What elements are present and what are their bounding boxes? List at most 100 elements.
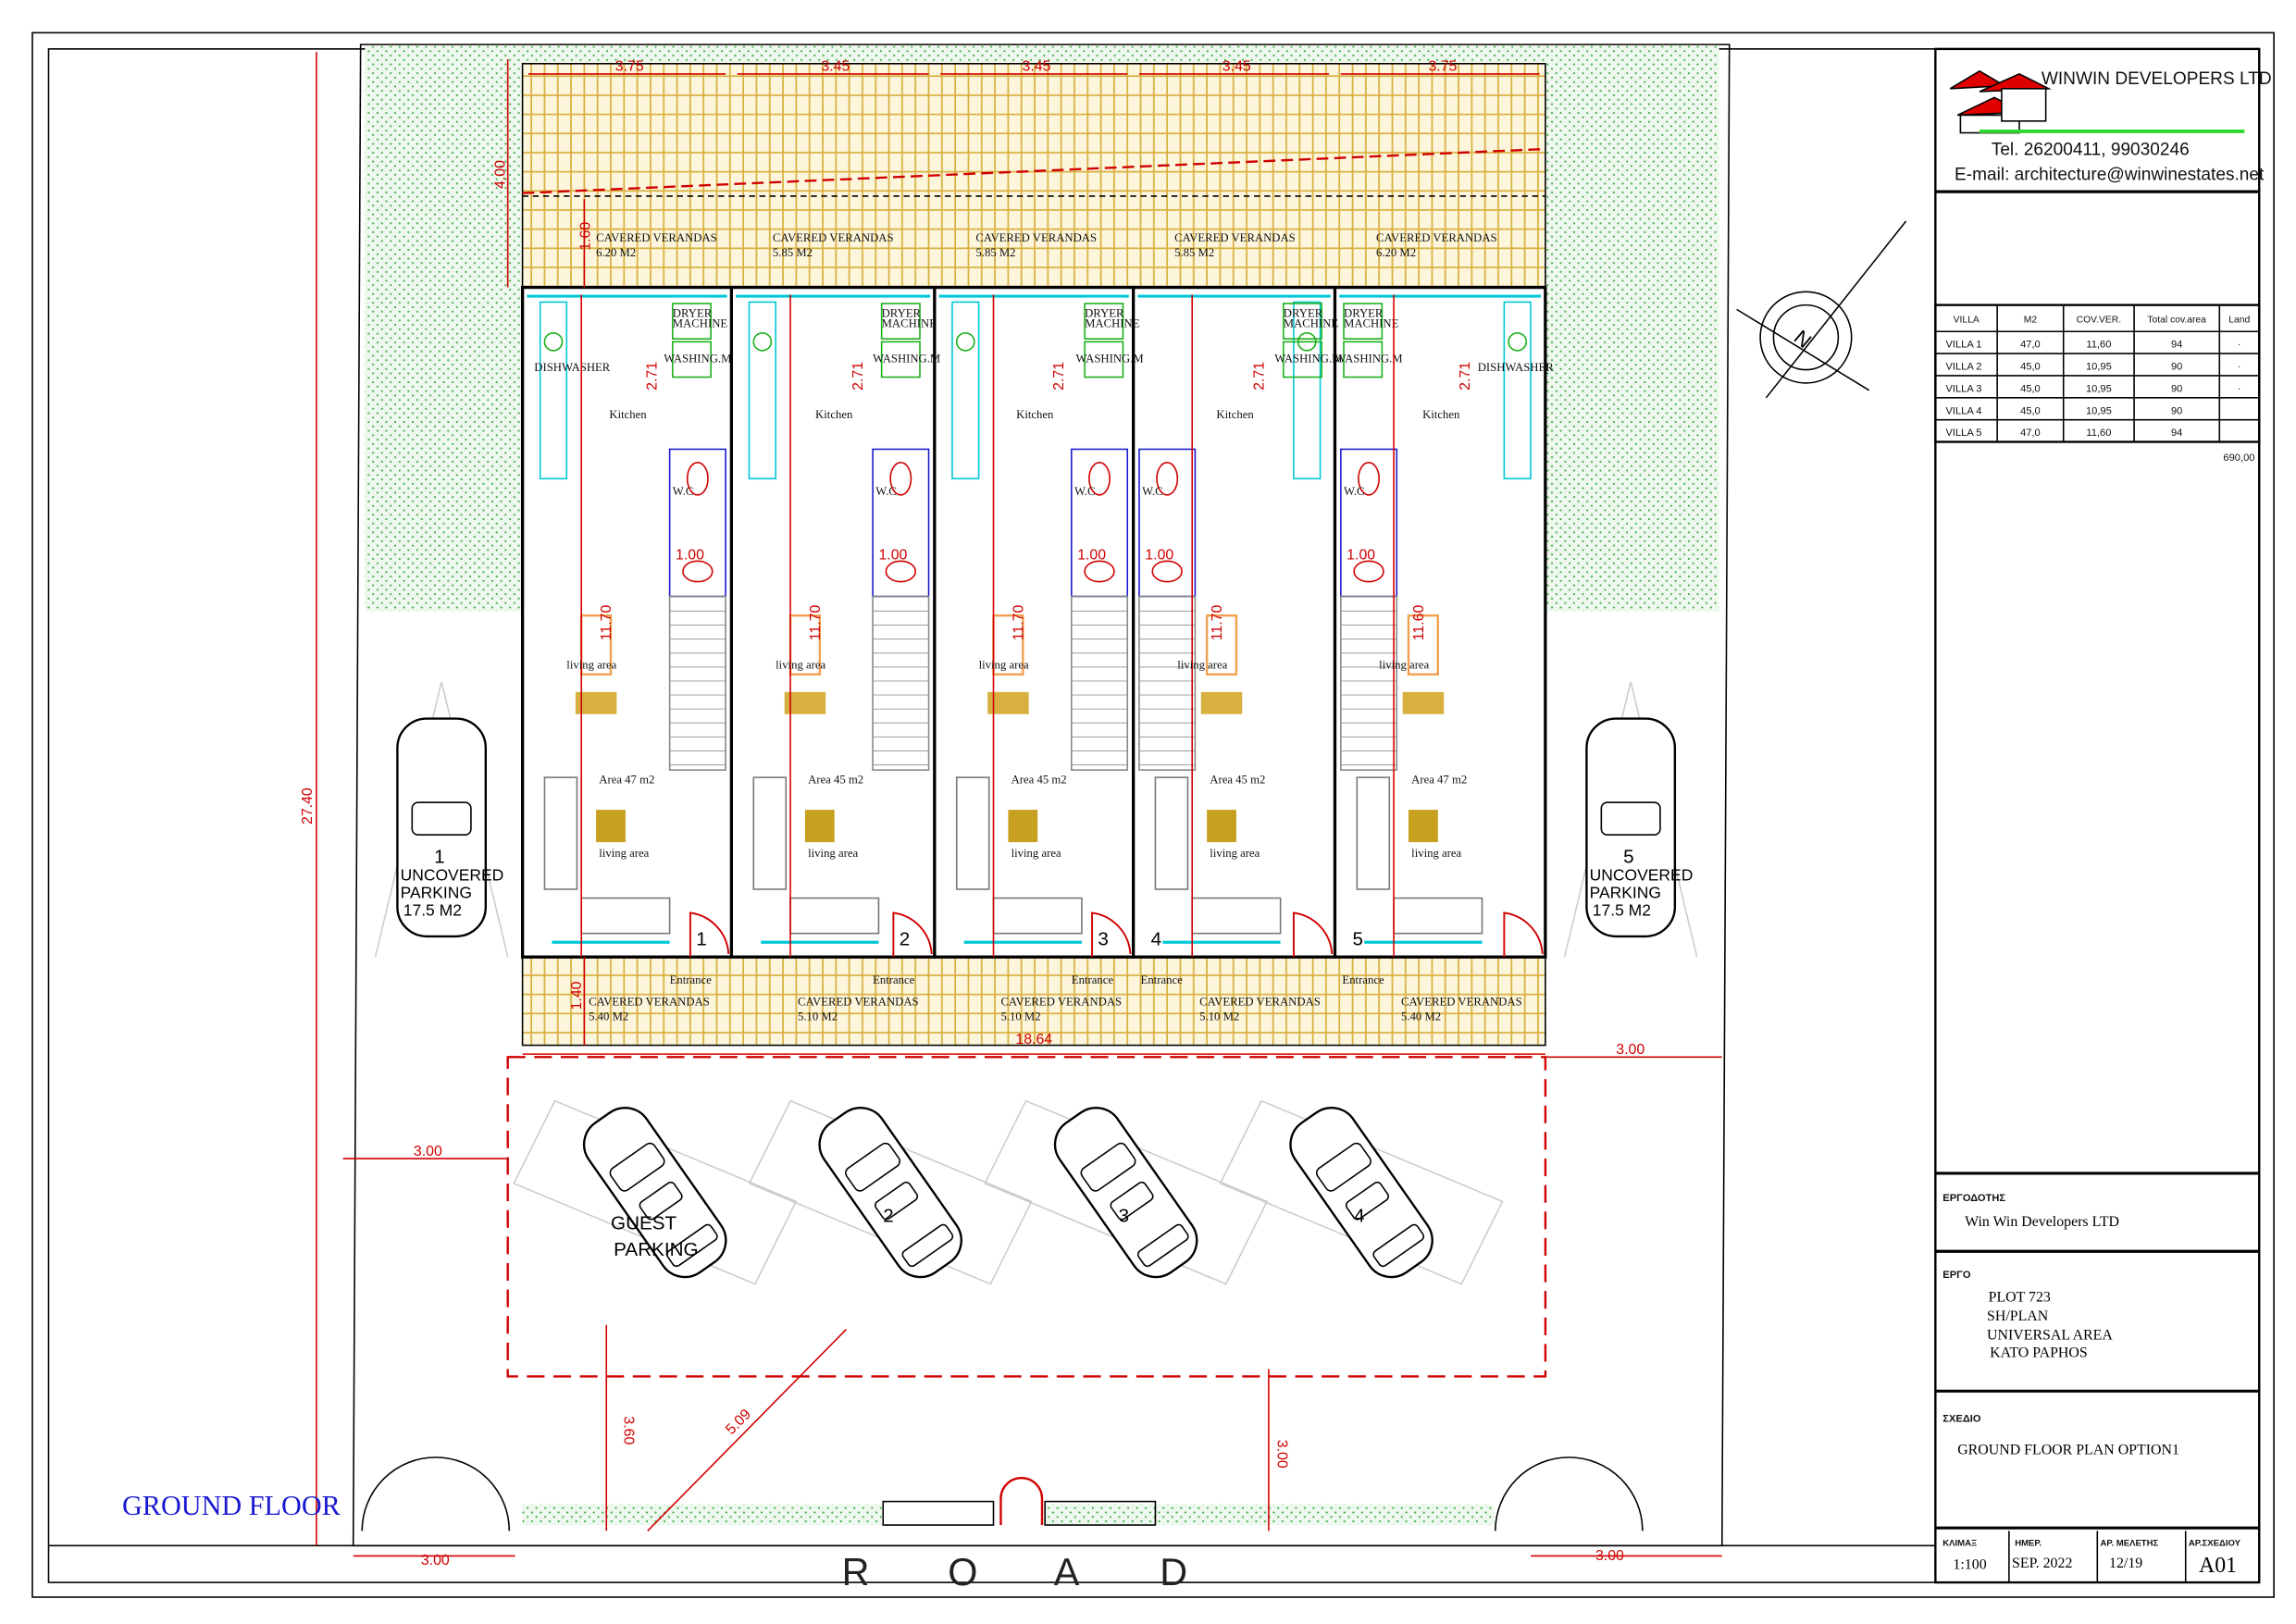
dim-plot-depth: 27.40 — [300, 787, 316, 824]
dimensions — [316, 52, 1722, 1557]
toilet-icon — [1358, 461, 1380, 496]
garden-front — [522, 1504, 882, 1526]
scale-value: 1:100 — [1953, 1557, 1986, 1573]
kitchen-label: Kitchen — [1422, 408, 1460, 421]
dryer-machine — [1343, 303, 1384, 340]
table-cell: 45,0 — [2020, 362, 2041, 373]
table-header: Land — [2228, 316, 2250, 326]
width-dim: 3.75 — [1428, 59, 1457, 75]
bottom-veranda-label: CAVERED VERANDAS — [1199, 996, 1321, 1009]
gate-left — [361, 1457, 511, 1531]
car-windshield — [609, 1142, 665, 1192]
washing-label: WASHING.M — [1334, 353, 1402, 366]
entrance-door — [892, 911, 933, 958]
kitchen-label: Kitchen — [815, 408, 853, 421]
drawing-label: ΣΧΕΔΙΟ — [1942, 1414, 1981, 1425]
table-cell: VILLA 2 — [1945, 362, 1981, 373]
dryer-label-line: DRYER — [673, 306, 713, 319]
car-roof — [639, 1181, 683, 1221]
bottom-veranda-area: 5.10 M2 — [1199, 1010, 1239, 1023]
top-veranda-area: 6.20 M2 — [596, 246, 636, 259]
sink-icon — [1353, 560, 1384, 583]
wc-label: W.C — [1142, 485, 1163, 498]
parking-label: UNCOVERED — [1590, 865, 1694, 884]
length-dim: 11.70 — [808, 604, 824, 640]
dim-front-setback-right: 3.00 — [1273, 1440, 1289, 1469]
dim-front-veranda: 1.40 — [569, 981, 585, 1010]
table-cell: VILLA 1 — [1945, 340, 1981, 351]
table-cell: VILLA 5 — [1945, 428, 1981, 439]
toilet-icon — [1088, 461, 1111, 496]
parking-area: 17.5 M2 — [1593, 901, 1651, 920]
parking-label: PARKING — [1590, 884, 1661, 902]
stair-dim: 1.00 — [676, 548, 704, 564]
sink-icon — [682, 560, 714, 583]
washing-label: WASHING.M — [1076, 353, 1144, 366]
dim-left-setback: 3.00 — [414, 1144, 442, 1159]
car-windshield — [1315, 1142, 1371, 1192]
kitchen-counter — [539, 301, 568, 480]
dim-diagonal: 5.09 — [723, 1407, 754, 1438]
top-veranda-area: 6.20 M2 — [1376, 246, 1416, 259]
dim-rear-veranda: 1.60 — [578, 222, 594, 251]
dim-front-setback-left: 3.60 — [620, 1416, 636, 1444]
drawing-name: GROUND FLOOR PLAN OPTION1 — [1957, 1443, 2179, 1458]
table-header: M2 — [2024, 316, 2038, 326]
washing-label: WASHING.M — [664, 353, 731, 366]
garden-top — [522, 45, 1545, 64]
entrance-label: Entrance — [873, 973, 915, 986]
dryer-machine — [880, 303, 921, 340]
table-cell: 90 — [2171, 383, 2182, 394]
unit-number: 3 — [1098, 928, 1109, 949]
living-label: living area — [1379, 658, 1429, 671]
sofa — [752, 776, 788, 890]
project-line: SH/PLAN — [1987, 1308, 2049, 1324]
parking-label: GUEST — [611, 1212, 677, 1233]
parking-label: 4 — [1354, 1205, 1365, 1226]
kitchen-counter — [748, 301, 776, 480]
dryer-machine — [1283, 303, 1322, 340]
coffee-table — [1408, 810, 1438, 843]
sink-icon — [885, 560, 917, 583]
rug — [575, 691, 617, 714]
dim-rear-depth: 4.00 — [493, 160, 509, 189]
car-rear-window — [1372, 1223, 1425, 1268]
length-dim: 11.70 — [1011, 604, 1026, 640]
living-label: living area — [1411, 847, 1461, 860]
washing-machine — [1343, 341, 1384, 378]
rug — [784, 691, 826, 714]
table-header: COV.VER. — [2077, 316, 2121, 326]
living-label: living area — [979, 658, 1029, 671]
stair-dim: 1.00 — [1145, 548, 1173, 564]
dryer-label-line: DRYER — [1344, 306, 1384, 319]
length-dim: 11.70 — [599, 604, 614, 640]
north-arrow-icon: N — [1736, 220, 1907, 399]
dim-road-right: 3.00 — [1595, 1548, 1624, 1564]
gate-right — [1495, 1457, 1644, 1531]
company-name: WINWIN DEVELOPERS LTD — [2042, 69, 2272, 89]
dining-table — [1407, 614, 1439, 676]
dryer-label-line: DRYER — [882, 306, 922, 319]
appliance — [752, 332, 773, 352]
table-cell: 90 — [2171, 405, 2182, 416]
houses-block — [520, 285, 1547, 959]
company-email: E-mail: architecture@winwinestates.net — [1955, 165, 2265, 184]
wc-label: W.C — [875, 485, 897, 498]
garden-right — [1545, 45, 1719, 612]
living-label: living area — [1011, 847, 1061, 860]
entrance-door — [689, 911, 730, 958]
dim-road-left: 3.00 — [421, 1553, 450, 1568]
sheet-no-value: A01 — [2199, 1554, 2237, 1578]
bottom-veranda-area: 5.40 M2 — [1401, 1010, 1441, 1023]
study-no-value: 12/19 — [2109, 1556, 2142, 1571]
staircase — [668, 595, 726, 771]
coffee-table — [1207, 810, 1236, 843]
table-cell: · — [2238, 340, 2241, 351]
dryer-label-line: MACHINE — [1344, 316, 1399, 329]
dryer-label-line: DRYER — [1085, 306, 1124, 319]
plan-title: GROUND FLOOR — [122, 1490, 341, 1521]
